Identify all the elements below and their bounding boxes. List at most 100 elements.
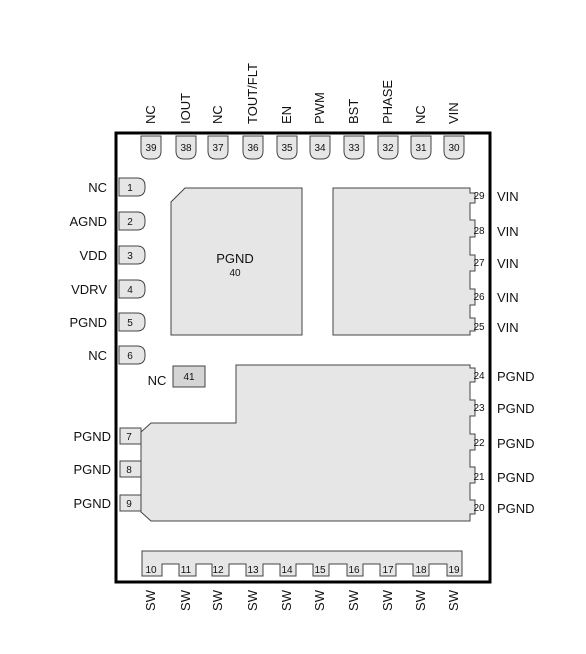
pin-label: SW: [446, 589, 461, 611]
pin-pad: [276, 135, 298, 160]
pin-label: VIN: [497, 290, 519, 305]
pin-label: SW: [413, 589, 428, 611]
pin-pad: [118, 345, 146, 365]
pin-number: 23: [473, 403, 485, 414]
pin-label: NC: [143, 105, 158, 124]
pin-pad: [119, 494, 142, 512]
pin-label: NC: [413, 105, 428, 124]
pin-pad: [410, 135, 432, 160]
top-pin-row: 39 NC 38 IOUT 37 NC 36 TOUT/FLT 35 EN 34 PWM 33 BST 32…: [140, 63, 465, 160]
pgnd-pad-number: 40: [229, 268, 241, 279]
pin-number: 29: [473, 191, 485, 202]
pin-pad: [443, 135, 465, 160]
pin-number: 36: [247, 143, 259, 154]
pin-label: PGND: [73, 496, 111, 511]
pin-number: 21: [473, 472, 485, 483]
sw-pad: [141, 550, 463, 577]
pin-label: PGND: [497, 401, 535, 416]
pin-label: TOUT/FLT: [245, 63, 260, 124]
pin-label: VDRV: [71, 282, 107, 297]
pin-number: 32: [382, 143, 394, 154]
pgnd-pad-label: PGND: [216, 251, 254, 266]
pin-label: VIN: [497, 224, 519, 239]
pin-number: 34: [314, 143, 326, 154]
nc-pad-label: NC: [148, 373, 167, 388]
pin-label: SW: [279, 589, 294, 611]
pin-number: 16: [348, 565, 360, 576]
pin-label: SW: [178, 589, 193, 611]
pin-pad: [207, 135, 229, 160]
pin-number: 11: [181, 565, 192, 576]
pin-number: 1: [127, 183, 133, 194]
pin-label: VIN: [497, 189, 519, 204]
pin-pad: [118, 177, 146, 197]
pin-label: NC: [88, 180, 107, 195]
pin-number: 33: [348, 143, 360, 154]
pin-pad: [377, 135, 399, 160]
pin-number: 4: [127, 285, 133, 296]
pin-number: 6: [127, 351, 133, 362]
pin-number: 37: [212, 143, 224, 154]
pin-number: 2: [127, 217, 133, 228]
pin-pad: [118, 245, 146, 265]
pin-label: IOUT: [178, 93, 193, 124]
pin-number: 3: [127, 251, 133, 262]
pin-label: AGND: [69, 214, 107, 229]
pin-label: PWM: [312, 92, 327, 124]
pin-number: 28: [473, 226, 485, 237]
pin-number: 10: [145, 565, 157, 576]
pin-label: SW: [346, 589, 361, 611]
pin-pad: [118, 211, 146, 231]
pin-number: 15: [314, 565, 326, 576]
pin-number: 38: [180, 143, 192, 154]
pin-number: 5: [127, 318, 133, 329]
pin-pad: [119, 427, 142, 445]
pin-label: PHASE: [380, 80, 395, 124]
pin-number: 13: [247, 565, 259, 576]
pin-number: 26: [473, 292, 485, 303]
pin-pad: [118, 312, 146, 332]
pin-label: EN: [279, 106, 294, 124]
pin-label: SW: [380, 589, 395, 611]
pin-label: PGND: [497, 501, 535, 516]
pin-number: 25: [473, 322, 485, 333]
pin-pad: [175, 135, 197, 160]
pin-pad: [309, 135, 331, 160]
pin-number: 31: [415, 143, 427, 154]
pin-label: NC: [210, 105, 225, 124]
pin-label: PGND: [497, 436, 535, 451]
pin-label: PGND: [497, 470, 535, 485]
pin-number: 9: [126, 499, 132, 510]
pin-number: 12: [212, 565, 224, 576]
pin-pad: [140, 135, 162, 160]
pin-number: 14: [281, 565, 293, 576]
vin-pad: [332, 187, 476, 336]
pin-number: 18: [415, 565, 427, 576]
pin-number: 7: [126, 432, 132, 443]
pin-label: BST: [346, 99, 361, 124]
pin-number: 39: [145, 143, 157, 154]
pin-number: 24: [473, 371, 485, 382]
pin-label: SW: [143, 589, 158, 611]
pin-pad: [242, 135, 264, 160]
pin-number: 35: [281, 143, 293, 154]
pin-number: 20: [473, 503, 485, 514]
pin-label: PGND: [73, 462, 111, 477]
pin-label: VIN: [497, 256, 519, 271]
pin-number: 19: [448, 565, 460, 576]
pin-label: PGND: [73, 429, 111, 444]
pin-pad: [343, 135, 365, 160]
pin-label: NC: [88, 348, 107, 363]
nc-pad-number: 41: [183, 372, 195, 383]
pin-label: SW: [312, 589, 327, 611]
pin-label: SW: [210, 589, 225, 611]
pin-pad: [118, 279, 146, 299]
pin-pad: [119, 460, 142, 478]
pin-label: VIN: [497, 320, 519, 335]
pgnd-pad-40: [170, 187, 303, 336]
pin-number: 17: [382, 565, 394, 576]
